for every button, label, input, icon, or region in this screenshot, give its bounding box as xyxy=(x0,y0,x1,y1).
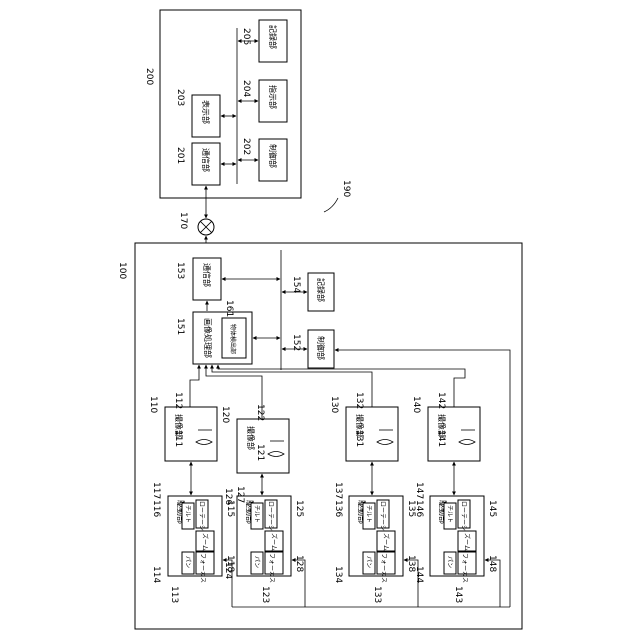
focus-label-2: フォーカス xyxy=(268,553,275,583)
ref-110: 110 xyxy=(148,396,158,413)
ref-121: 121 xyxy=(255,444,265,461)
zoom-label-1: ズーム xyxy=(201,533,209,551)
ref-116: 116 xyxy=(151,500,161,517)
ref-133: 133 xyxy=(372,586,382,603)
ref-143: 143 xyxy=(453,586,463,603)
pan-label-2: パン xyxy=(253,556,260,568)
ref-113: 113 xyxy=(169,586,179,603)
ref-147: 147 xyxy=(414,482,424,499)
ref-137: 137 xyxy=(333,482,343,499)
ref-141: 141 xyxy=(436,430,446,447)
ref-124: 124 xyxy=(223,562,233,579)
comm-label-153: 通信部 xyxy=(202,263,212,287)
ref-136: 136 xyxy=(333,500,343,517)
ref-134: 134 xyxy=(333,566,343,583)
pan-label-3: パン xyxy=(365,556,372,568)
ref-201: 201 xyxy=(175,147,185,164)
ref-146: 146 xyxy=(414,500,424,517)
control-label-202: 制御部 xyxy=(268,144,278,168)
ref-126: 126 xyxy=(223,488,233,505)
ref-132: 132 xyxy=(354,392,364,409)
ref-111: 111 xyxy=(173,430,183,447)
ref-123: 123 xyxy=(260,586,270,603)
ref-144: 144 xyxy=(414,566,424,583)
drive-unit-3: 駆動部 チルト ローテーション ズーム パン フォーカス xyxy=(349,496,403,583)
camera-box-130 xyxy=(346,407,398,461)
tilt-label-1: チルト xyxy=(184,505,191,523)
tilt-label-4: チルト xyxy=(446,505,453,523)
zoom-label-2: ズーム xyxy=(270,533,278,551)
instruct-label: 指示部 xyxy=(268,85,278,109)
ref-203: 203 xyxy=(175,89,185,106)
tilt-label-3: チルト xyxy=(365,505,372,523)
ref-100: 100 xyxy=(117,262,127,279)
ref-140: 140 xyxy=(411,396,421,413)
ref-170: 170 xyxy=(178,212,188,229)
display-label: 表示部 xyxy=(201,100,211,124)
ref-190: 190 xyxy=(341,180,351,197)
pan-label-1: パン xyxy=(184,556,191,568)
zoom-label-4: ズーム xyxy=(463,533,471,551)
ref-130: 130 xyxy=(329,396,339,413)
record-label-205: 記録部 xyxy=(268,25,278,49)
ref-120: 120 xyxy=(220,406,230,423)
focus-label-3: フォーカス xyxy=(380,553,387,583)
ref-161: 161 xyxy=(224,300,234,317)
ref-205: 205 xyxy=(241,28,251,45)
focus-label-1: フォーカス xyxy=(199,553,206,583)
ref-117: 117 xyxy=(151,482,161,499)
camera-label-120: 撮像部 xyxy=(246,426,256,450)
focus-label-4: フォーカス xyxy=(461,553,468,583)
tilt-label-2: チルト xyxy=(253,505,260,523)
pan-label-4: パン xyxy=(446,556,453,568)
ref-204: 204 xyxy=(241,80,251,97)
ref-151: 151 xyxy=(175,318,185,335)
drive-unit-2: 駆動部 チルト ローテーション ズーム パン フォーカス xyxy=(237,496,291,583)
drive-unit-1: 駆動部 チルト ローテーション ズーム パン フォーカス xyxy=(168,496,222,583)
ref-142: 142 xyxy=(436,392,446,409)
leader-190 xyxy=(324,198,338,212)
image-proc-label: 画像処理部 xyxy=(203,318,213,358)
object-detect-label: 物体検出部 xyxy=(229,324,237,354)
ref-202: 202 xyxy=(241,138,251,155)
ref-131: 131 xyxy=(354,430,364,447)
drive-unit-4: 駆動部 チルト ローテーション ズーム パン フォーカス xyxy=(430,496,484,583)
camera-box-140 xyxy=(428,407,480,461)
ref-122: 122 xyxy=(255,404,265,421)
ref-200: 200 xyxy=(144,68,154,85)
ref-127: 127 xyxy=(235,486,245,503)
camera-box-110 xyxy=(165,407,217,461)
ref-125: 125 xyxy=(294,500,304,517)
ref-128: 128 xyxy=(294,555,304,572)
comm-label-201: 通信部 xyxy=(201,148,211,172)
control-label-152: 制御部 xyxy=(316,336,326,360)
ref-154: 154 xyxy=(291,276,301,293)
record-label-154: 記録部 xyxy=(316,278,326,302)
zoom-label-3: ズーム xyxy=(382,533,390,551)
ref-114: 114 xyxy=(151,566,161,583)
ref-145: 145 xyxy=(487,500,497,517)
ref-148: 148 xyxy=(487,555,497,572)
ref-112: 112 xyxy=(173,392,183,409)
ref-153: 153 xyxy=(175,262,185,279)
